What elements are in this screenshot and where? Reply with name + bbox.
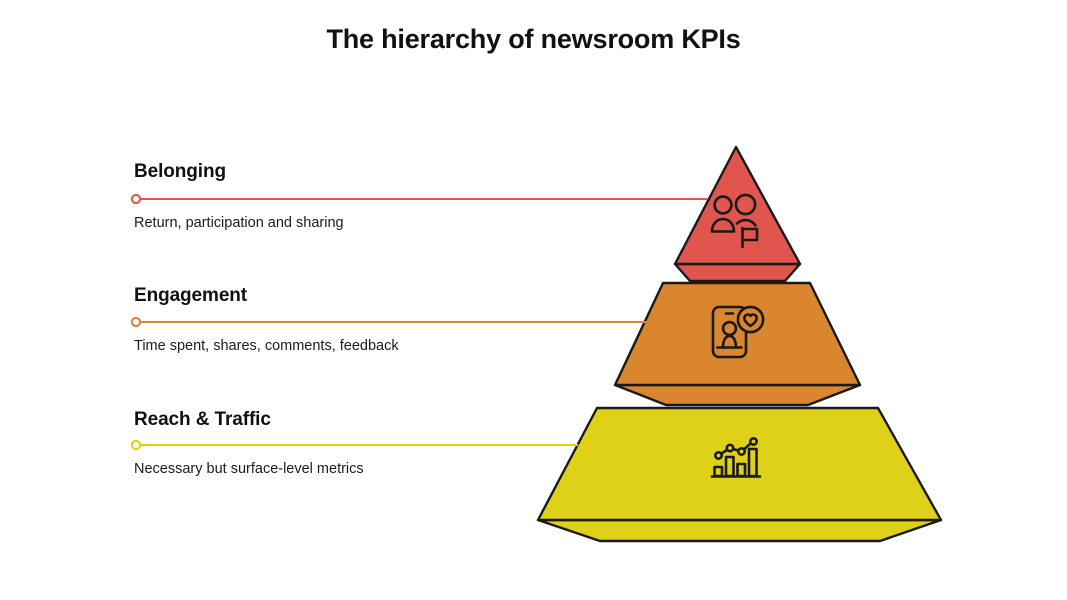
level-heading-reach: Reach & Traffic xyxy=(134,409,271,430)
pyramid-level-belonging-base xyxy=(673,262,802,283)
pyramid-level-engagement[interactable] xyxy=(613,281,862,407)
connector-dot-reach xyxy=(130,439,142,451)
level-subtitle-engagement: Time spent, shares, comments, feedback xyxy=(134,338,399,354)
level-subtitle-reach-wrap: Necessary but surface-level metrics xyxy=(134,461,364,478)
people-flag-icon xyxy=(710,193,759,249)
level-heading-belonging: Belonging xyxy=(134,161,226,182)
level-subtitle-belonging: Return, participation and sharing xyxy=(134,215,344,231)
pyramid-level-reach[interactable] xyxy=(536,406,943,543)
level-subtitle-reach: Necessary but surface-level metrics xyxy=(134,461,364,477)
pyramid-level-belonging[interactable] xyxy=(673,145,802,283)
level-label-reach: Reach & Traffic xyxy=(134,409,654,431)
level-label-engagement: Engagement xyxy=(134,285,654,307)
level-subtitle-engagement-wrap: Time spent, shares, comments, feedback xyxy=(134,338,399,355)
connector-dot-belonging xyxy=(130,193,142,205)
bar-chart-trend-icon xyxy=(710,436,762,478)
pyramid-level-belonging-face xyxy=(673,145,802,266)
connector-dot-engagement xyxy=(130,316,142,328)
level-label-belonging: Belonging xyxy=(134,161,654,183)
phone-heart-icon xyxy=(711,305,765,359)
level-subtitle-belonging-wrap: Return, participation and sharing xyxy=(134,215,344,232)
connector-lines xyxy=(130,193,707,451)
pyramid-level-engagement-base xyxy=(613,383,862,407)
pyramid-level-engagement-face xyxy=(613,281,862,387)
level-heading-engagement: Engagement xyxy=(134,285,248,306)
pyramid-level-reach-base xyxy=(536,518,943,543)
page-title: The hierarchy of newsroom KPIs xyxy=(326,24,741,54)
